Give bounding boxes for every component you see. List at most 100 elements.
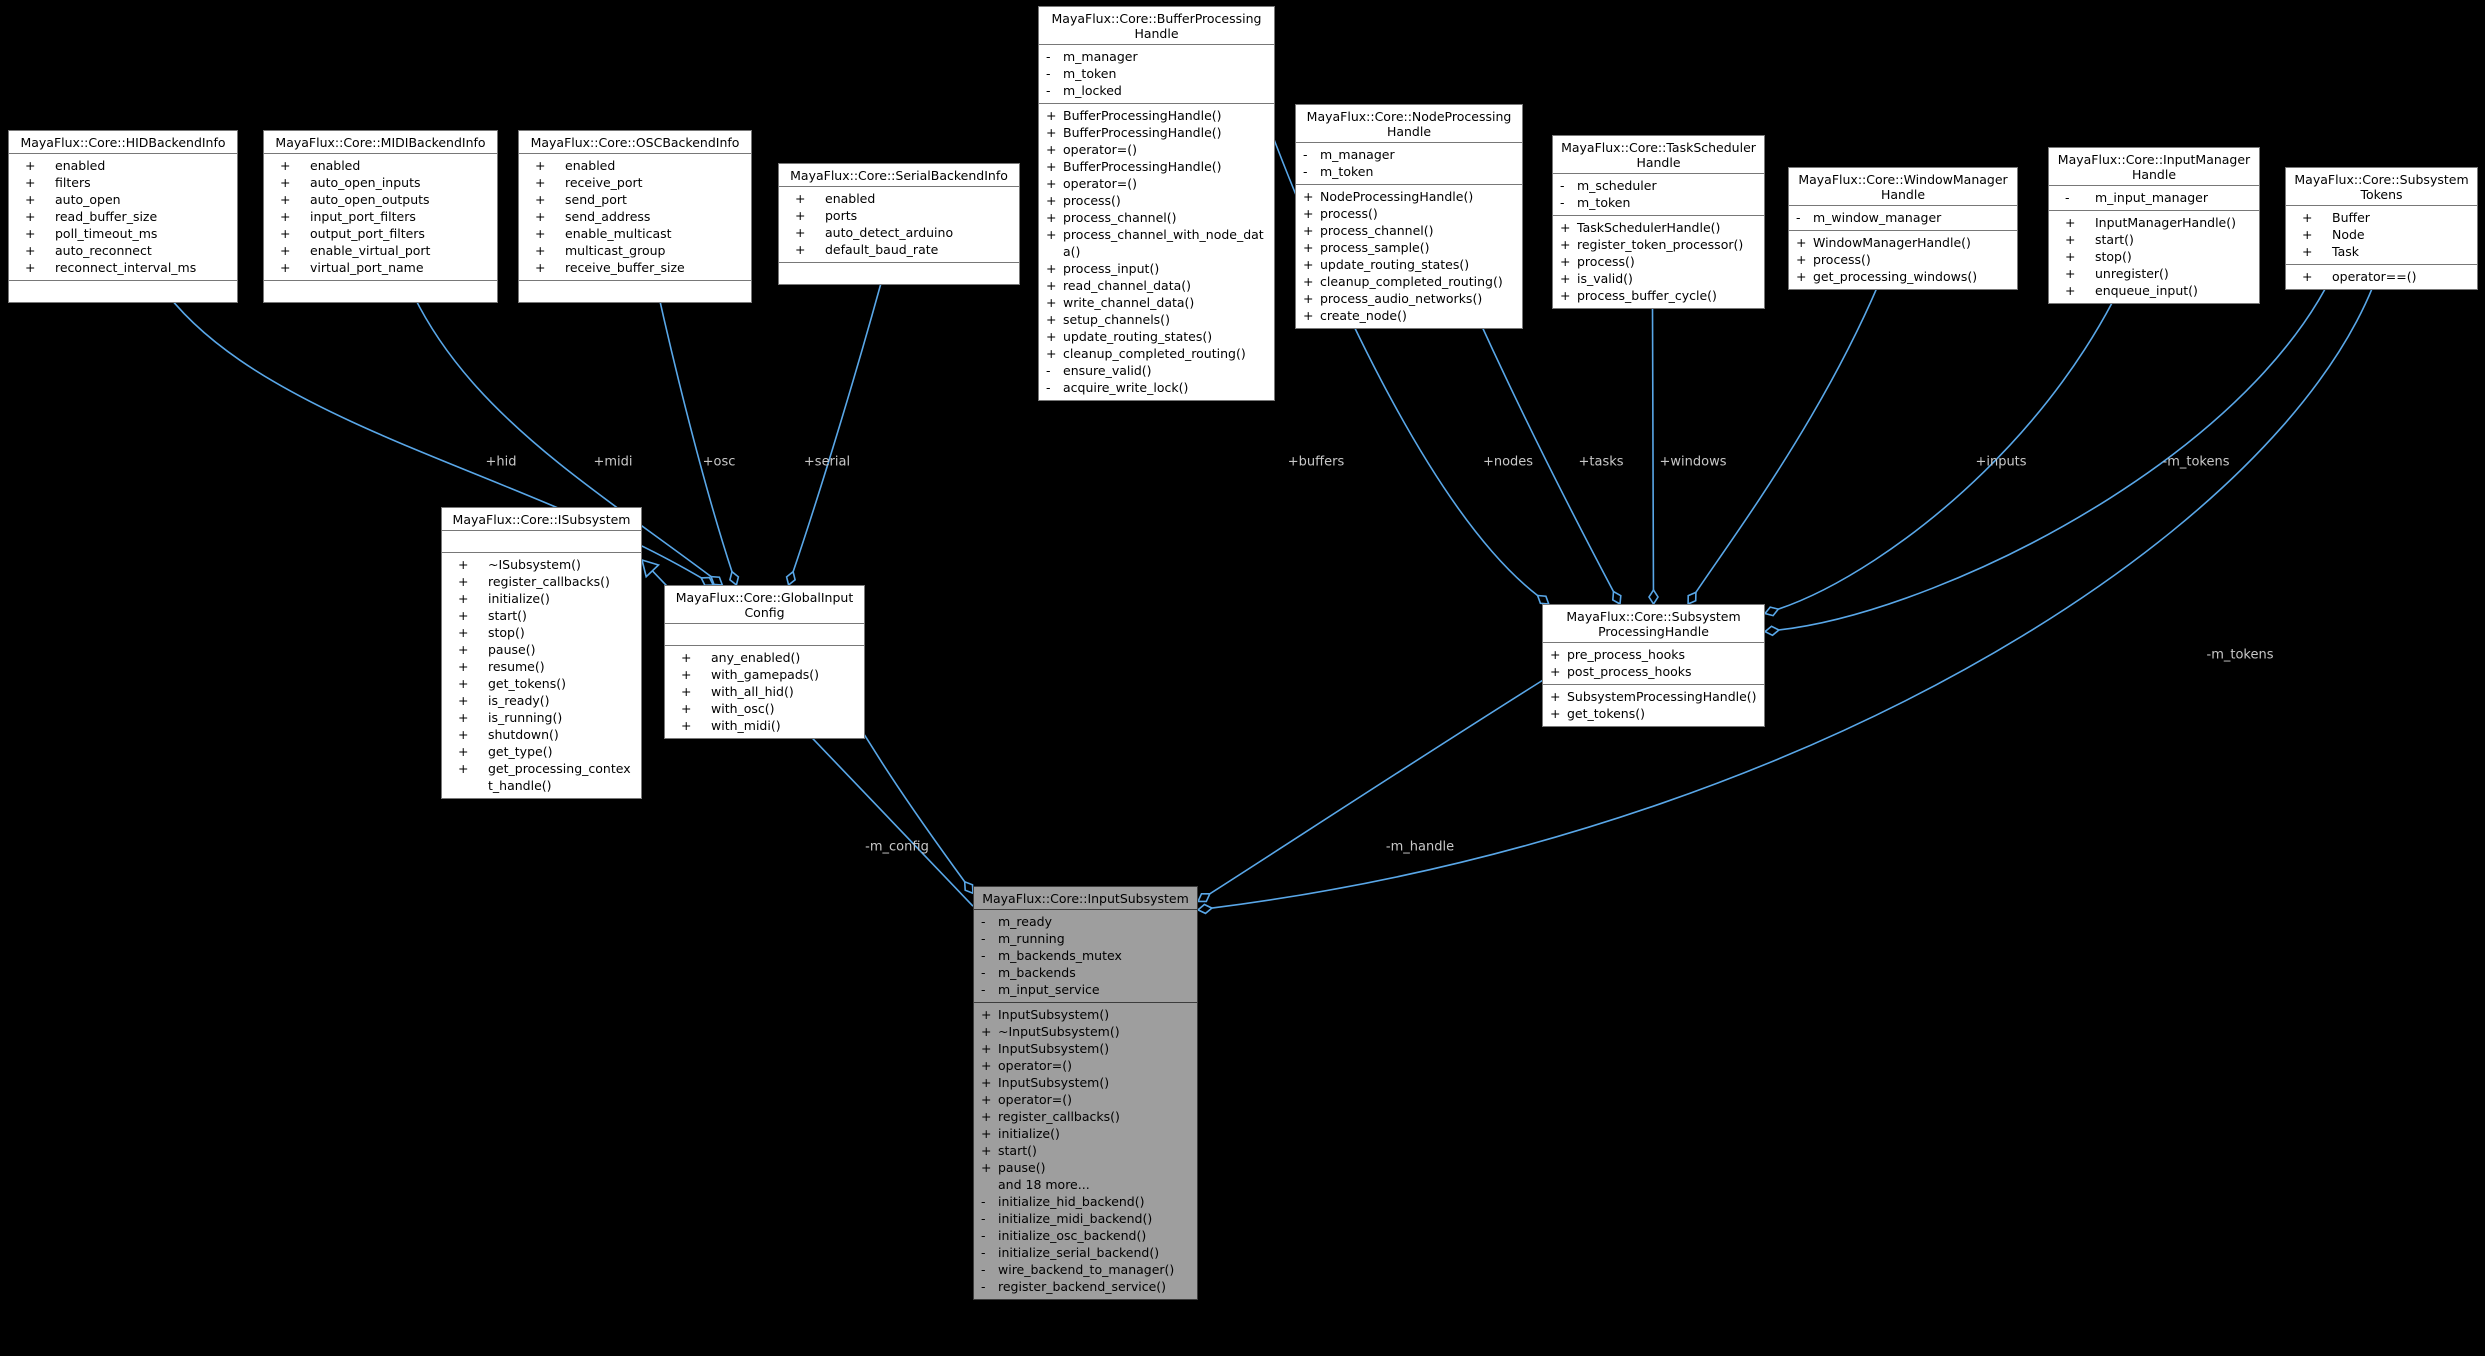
member-row: -m_scheduler	[1553, 177, 1764, 194]
member-row: -m_backends	[974, 964, 1197, 981]
attributes-compartment: +Buffer+Node+Task	[2286, 205, 2477, 264]
visibility-marker: +	[280, 226, 291, 241]
visibility-marker: -	[1560, 195, 1565, 210]
member-name: TaskSchedulerHandle()	[1577, 220, 1721, 235]
visibility-marker: -	[1046, 49, 1051, 64]
member-row: +enable_multicast	[519, 225, 751, 242]
member-name: auto_reconnect	[55, 243, 152, 258]
member-name: process()	[1577, 254, 1635, 269]
member-name: setup_channels()	[1063, 312, 1170, 327]
visibility-marker: +	[1550, 706, 1561, 721]
visibility-marker: +	[2302, 244, 2313, 259]
edge-m_handle	[1208, 656, 1581, 896]
visibility-marker: -	[981, 931, 986, 946]
visibility-marker: +	[1560, 271, 1571, 286]
attributes-compartment: -m_ready-m_running-m_backends_mutex-m_ba…	[974, 909, 1197, 1002]
attributes-compartment: -m_window_manager	[1789, 205, 2017, 230]
visibility-marker: +	[458, 591, 469, 606]
member-row: -m_running	[974, 930, 1197, 947]
class-osc[interactable]: MayaFlux::Core::OSCBackendInfo+enabled+r…	[518, 130, 752, 303]
member-row: +TaskSchedulerHandle()	[1553, 219, 1764, 236]
member-name: cleanup_completed_routing()	[1063, 346, 1246, 361]
member-name: auto_open	[55, 192, 121, 207]
visibility-marker: +	[280, 243, 291, 258]
member-row: +enqueue_input()	[2049, 282, 2259, 299]
member-name: enabled	[55, 158, 106, 173]
methods-compartment	[519, 280, 751, 302]
member-name: start()	[488, 608, 527, 623]
member-row: -m_manager	[1039, 48, 1274, 65]
visibility-marker: -	[1046, 83, 1051, 98]
visibility-marker: +	[25, 175, 36, 190]
class-hid[interactable]: MayaFlux::Core::HIDBackendInfo+enabled+f…	[8, 130, 238, 303]
class-serial[interactable]: MayaFlux::Core::SerialBackendInfo+enable…	[778, 163, 1020, 285]
member-name: register_backend_service()	[998, 1279, 1167, 1294]
class-title: MayaFlux::Core::ISubsystem	[452, 512, 631, 527]
member-name: m_scheduler	[1577, 178, 1657, 193]
member-name: with_midi()	[711, 718, 781, 733]
member-name: with_osc()	[711, 701, 775, 716]
edge-label-buffers: +buffers	[1287, 454, 1345, 470]
member-name: stop()	[488, 625, 525, 640]
member-row: +receive_port	[519, 174, 751, 191]
visibility-marker: +	[458, 727, 469, 742]
member-name: initialize()	[998, 1126, 1060, 1141]
member-row: +any_enabled()	[665, 649, 864, 666]
member-name: ~ISubsystem()	[488, 557, 581, 572]
class-sph[interactable]: MayaFlux::Core::Subsystem ProcessingHand…	[1542, 604, 1765, 727]
member-name: poll_timeout_ms	[55, 226, 158, 241]
class-title: MayaFlux::Core::BufferProcessing Handle	[1051, 11, 1262, 41]
member-name: with_gamepads()	[711, 667, 820, 682]
member-row: +SubsystemProcessingHandle()	[1543, 688, 1764, 705]
member-row: +InputManagerHandle()	[2049, 214, 2259, 231]
member-name: m_token	[1320, 164, 1374, 179]
attributes-compartment: -m_manager-m_token	[1296, 142, 1522, 184]
visibility-marker: +	[2302, 210, 2313, 225]
visibility-marker: +	[1303, 274, 1314, 289]
visibility-marker: +	[1046, 278, 1057, 293]
member-name: operator=()	[1063, 176, 1137, 191]
visibility-marker: +	[1046, 210, 1057, 225]
visibility-marker: +	[458, 744, 469, 759]
class-gic[interactable]: MayaFlux::Core::GlobalInput Config+any_e…	[664, 585, 865, 739]
aggregation-diamond-icon	[1648, 588, 1659, 606]
member-row: +update_routing_states()	[1039, 328, 1274, 345]
member-row: +register_callbacks()	[442, 573, 641, 590]
class-node[interactable]: MayaFlux::Core::NodeProcessing Handle-m_…	[1295, 104, 1523, 329]
edge-m_tokens_subsystem	[1210, 219, 2392, 910]
class-window[interactable]: MayaFlux::Core::WindowManager Handle-m_w…	[1788, 167, 2018, 290]
member-row: +enabled	[519, 157, 751, 174]
member-row: -m_token	[1039, 65, 1274, 82]
visibility-marker: +	[1560, 237, 1571, 252]
class-inputsub[interactable]: MayaFlux::Core::InputSubsystem-m_ready-m…	[973, 886, 1198, 1300]
member-row: +auto_open	[9, 191, 237, 208]
class-isubsystem[interactable]: MayaFlux::Core::ISubsystem+ ~ISubsystem()…	[441, 507, 642, 799]
member-name: process()	[1063, 193, 1121, 208]
class-buffer[interactable]: MayaFlux::Core::BufferProcessing Handle-…	[1038, 6, 1275, 401]
member-name: auto_open_inputs	[310, 175, 421, 190]
member-name: NodeProcessingHandle()	[1320, 189, 1474, 204]
member-name: register_callbacks()	[998, 1109, 1120, 1124]
methods-compartment: +~ISubsystem()+register_callbacks()+init…	[442, 552, 641, 798]
member-row: +process_channel()	[1039, 209, 1274, 226]
visibility-marker: +	[1550, 689, 1561, 704]
member-row: -m_input_service	[974, 981, 1197, 998]
member-name: ensure_valid()	[1063, 363, 1152, 378]
member-name: get_processing_windows()	[1813, 269, 1978, 284]
class-midi[interactable]: MayaFlux::Core::MIDIBackendInfo+enabled+…	[263, 130, 498, 303]
class-inputmgr[interactable]: MayaFlux::Core::InputManager Handle-m_in…	[2048, 147, 2260, 304]
class-task[interactable]: MayaFlux::Core::TaskScheduler Handle-m_s…	[1552, 135, 1765, 309]
visibility-marker: +	[2065, 232, 2076, 247]
edge-label-m_handle: -m_handle	[1385, 839, 1455, 855]
visibility-marker: -	[981, 1211, 986, 1226]
class-tokens[interactable]: MayaFlux::Core::Subsystem Tokens+Buffer+…	[2285, 167, 2478, 290]
member-row: -initialize_serial_backend()	[974, 1244, 1197, 1261]
attributes-compartment: -m_manager-m_token-m_locked	[1039, 44, 1274, 103]
methods-compartment: +SubsystemProcessingHandle()+get_tokens(…	[1543, 684, 1764, 726]
member-row: -acquire_write_lock()	[1039, 379, 1274, 396]
member-name: update_routing_states()	[1320, 257, 1470, 272]
member-name: enabled	[825, 191, 876, 206]
methods-compartment: +WindowManagerHandle()+process()+get_pro…	[1789, 230, 2017, 289]
member-name: enable_multicast	[565, 226, 672, 241]
visibility-marker: +	[981, 1092, 992, 1107]
